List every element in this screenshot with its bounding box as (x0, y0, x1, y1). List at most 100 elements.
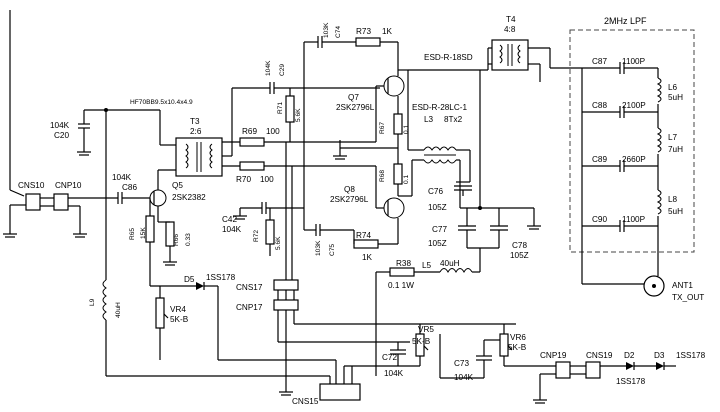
cns15-label: CNS15 (292, 397, 319, 406)
lpf-title: 2MHz LPF (604, 16, 647, 26)
r70-value: 100 (260, 175, 274, 184)
cns15-connector (319, 383, 361, 401)
ant1-connector (643, 275, 665, 297)
cnp19-label: CNP19 (540, 351, 567, 360)
vr4-wiper (163, 313, 169, 319)
ground-symbol (333, 155, 347, 160)
t3-ratio: 2:6 (190, 127, 202, 136)
l7-value: 7uH (668, 145, 683, 154)
c88-label: C88 (592, 101, 607, 110)
q5-label: Q5 (172, 181, 183, 190)
r38-value: 0.1 1W (388, 281, 414, 290)
c89-value: 2660P (622, 155, 646, 164)
c90-label: C90 (592, 215, 607, 224)
c75-value: 103K (315, 240, 322, 256)
c76-label: C76 (428, 187, 443, 196)
c42-value: 104K (222, 225, 242, 234)
q7-label: Q7 (348, 93, 359, 102)
l8-label: L8 (668, 195, 678, 204)
ground-symbol (527, 225, 541, 230)
d3-label: D3 (654, 351, 665, 360)
vr4-potentiometer (155, 297, 165, 329)
l8-inductor (656, 189, 662, 215)
r68-label: R68 (379, 170, 386, 182)
c78-label: C78 (512, 241, 527, 250)
l3-value: 8Tx2 (444, 115, 463, 124)
cnp10-label: CNP10 (55, 181, 82, 190)
r73-label: R73 (356, 27, 371, 36)
cns17-connector (273, 279, 299, 291)
l6-label: L6 (668, 83, 678, 92)
wire (9, 189, 25, 197)
t4-ratio: 4:8 (504, 25, 516, 34)
c75-label: C75 (329, 244, 336, 256)
d5-diode (196, 282, 204, 290)
cns19-connector (585, 361, 601, 379)
t3-secondary-winding (209, 143, 213, 169)
r66-value: 0.33 (185, 233, 192, 246)
r67-resistor (393, 113, 403, 135)
t4-core: ESD-R-18SD (424, 53, 473, 62)
r65-resistor (145, 215, 155, 243)
l7-gap (654, 128, 662, 154)
c74-label: C74 (335, 26, 342, 38)
c77-value: 105Z (428, 239, 447, 248)
c42-label: C42 (222, 215, 237, 224)
c87-value: 1100P (622, 57, 646, 66)
vr6-wiper (507, 345, 513, 351)
d3-type: 1SS178 (676, 351, 706, 360)
r69-label: R69 (242, 127, 257, 136)
c20-value: 104K (50, 121, 70, 130)
l9-inductor (102, 279, 107, 321)
c76-value: 105Z (428, 203, 447, 212)
r74-label: R74 (356, 231, 371, 240)
r74-resistor (353, 239, 379, 249)
cns10-label: CNS10 (18, 181, 45, 190)
q8-type: 2SK2796L (330, 195, 369, 204)
t3-core: HF70BB9.5x10.4x4.9 (130, 99, 193, 106)
l3-winding-a (423, 146, 457, 151)
vr5-label: VR5 (418, 325, 434, 334)
t4-transformer (491, 39, 529, 71)
vr5-wiper (423, 345, 429, 351)
junction-dot (478, 206, 482, 210)
t3-transformer (175, 137, 223, 177)
r73-resistor (355, 37, 381, 47)
t4-secondary-winding (517, 44, 521, 64)
l5-label: L5 (422, 261, 432, 270)
d2-type: 1SS178 (616, 377, 646, 386)
r72-resistor (265, 219, 275, 245)
l3-core: ESD-R-28LC-1 (412, 103, 468, 112)
l3-label: L3 (424, 115, 434, 124)
c77-label: C77 (432, 225, 447, 234)
cns10-connector (25, 193, 41, 211)
r71-resistor (285, 95, 295, 123)
r65-value: 15K (140, 227, 147, 239)
l5-inductor (439, 268, 473, 274)
cnp19-connector (555, 361, 571, 379)
vr6-value: 5K-B (508, 343, 527, 352)
r69-value: 100 (266, 127, 280, 136)
tx-out-label: TX_OUT (672, 293, 704, 302)
q5-type: 2SK2382 (172, 193, 206, 202)
q7-symbol (383, 75, 405, 97)
l9-label: L9 (89, 298, 96, 306)
c72-value: 104K (384, 369, 404, 378)
c90-value: 1100P (622, 215, 646, 224)
d5-type: 1SS178 (206, 273, 236, 282)
r70-label: R70 (236, 175, 251, 184)
l3-winding-b (423, 159, 457, 164)
c86-label: C86 (122, 183, 137, 192)
l6-gap (654, 78, 662, 104)
c78-value: 105Z (510, 251, 529, 260)
l7-inductor (656, 127, 662, 153)
l5-value: 40uH (440, 259, 460, 268)
q7-type: 2SK2796L (336, 103, 375, 112)
r74-value: 1K (362, 253, 373, 262)
ground-symbol (279, 391, 293, 396)
l9-value: 40uH (115, 302, 122, 318)
r68-value: 0.1 (403, 175, 410, 184)
vr6-potentiometer (499, 333, 509, 357)
cnp17-connector (273, 299, 299, 311)
ground-symbol (533, 399, 547, 404)
